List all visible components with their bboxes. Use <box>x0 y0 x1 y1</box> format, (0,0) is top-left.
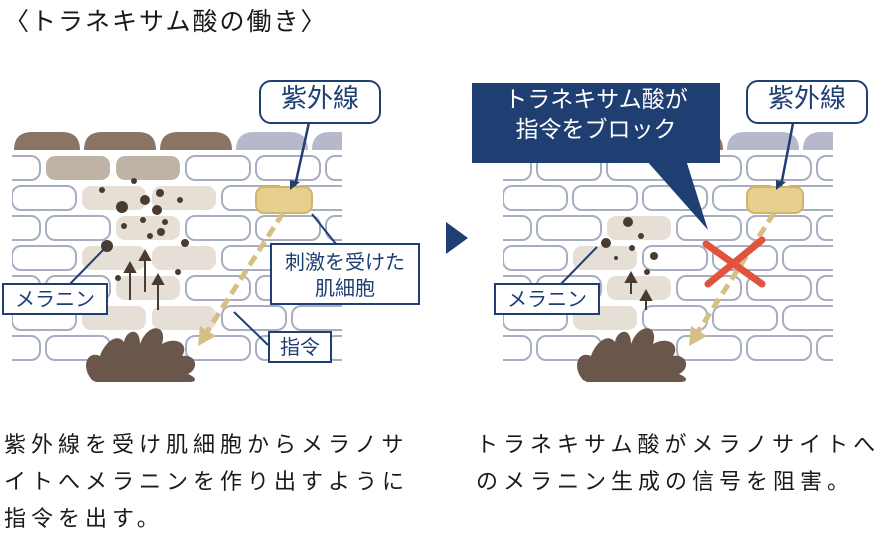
skin-layers-right <box>503 132 833 361</box>
block-cross <box>702 236 766 288</box>
stimulated-cell-right <box>746 186 804 214</box>
melanin-up-arrows-right <box>624 270 653 310</box>
block-label-line2: 指令をブロック <box>515 117 677 143</box>
melanocyte-right <box>577 328 687 382</box>
caption-left: 紫外線を受け肌細胞からメラノサイトへメラニンを作り出すように指令を出す。 <box>4 433 410 532</box>
melanin-granules-right <box>601 217 658 275</box>
page-title: 〈トラネキサム酸の働き〉 <box>4 7 328 36</box>
melanocyte <box>86 328 196 382</box>
block-pointer <box>646 160 708 230</box>
blocked-signal-arrow-head <box>689 326 707 346</box>
uv-label: 紫外線 <box>259 80 381 124</box>
stimulated-cell-label-line1: 刺激を受けた <box>285 250 405 274</box>
signal-arrow-head <box>198 326 216 346</box>
command-label: 指令 <box>268 331 332 363</box>
blocked-signal-arrow <box>693 211 777 337</box>
right-skin-illustration <box>503 117 833 382</box>
melanin-granules <box>99 178 189 281</box>
stimulated-cell-label-line2: 肌細胞 <box>315 276 375 300</box>
stimulated-cell-label: 刺激を受けた 肌細胞 <box>270 243 420 305</box>
melanin-up-arrows <box>123 248 165 310</box>
left-skin-illustration <box>12 117 342 382</box>
uv-label-right: 紫外線 <box>746 80 868 124</box>
block-label: トラネキサム酸が 指令をブロック <box>472 83 720 163</box>
caption-right: トラネキサム酸がメラノサイトへのメラニン生成の信号を阻害。 <box>476 433 881 495</box>
signal-arrow <box>202 211 286 337</box>
stimulated-cell <box>255 186 313 214</box>
right-diagram: トラネキサム酸が 指令をブロック 紫外線 メラニン <box>472 0 881 420</box>
melanin-label-right: メラニン <box>494 283 600 315</box>
left-diagram: 紫外線 刺激を受けた 肌細胞 指令 メラニン <box>0 0 440 420</box>
block-label-line1: トラネキサム酸が <box>504 87 688 113</box>
next-arrow <box>446 222 468 254</box>
melanin-label-left: メラニン <box>2 283 108 315</box>
